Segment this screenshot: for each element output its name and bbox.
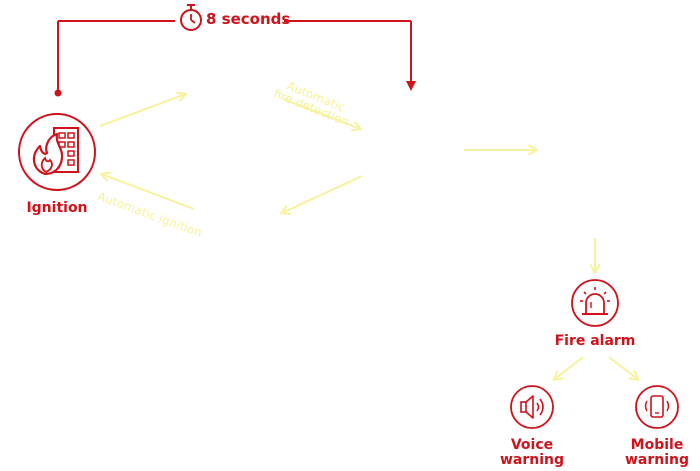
voice-warning-node — [510, 385, 554, 429]
alarm-siren-icon — [580, 287, 610, 315]
timer-connector — [54, 20, 416, 97]
mobile-warning-node — [635, 385, 679, 429]
mobile-warning-label: Mobile warning — [624, 437, 690, 468]
fire-alarm-node — [571, 279, 619, 327]
timer-label: 8 seconds — [206, 10, 291, 28]
connector-dot — [54, 89, 62, 97]
speaker-icon — [520, 395, 544, 419]
ignition-label: Ignition — [26, 200, 88, 216]
faded-arrows — [100, 95, 636, 378]
building-fire-icon — [32, 127, 79, 176]
ignition-node — [18, 113, 96, 191]
voice-warning-label: Voice warning — [499, 437, 565, 468]
fire-alarm-label: Fire alarm — [554, 333, 636, 349]
mobile-vibrate-icon — [644, 395, 670, 418]
stopwatch-icon — [180, 4, 202, 31]
